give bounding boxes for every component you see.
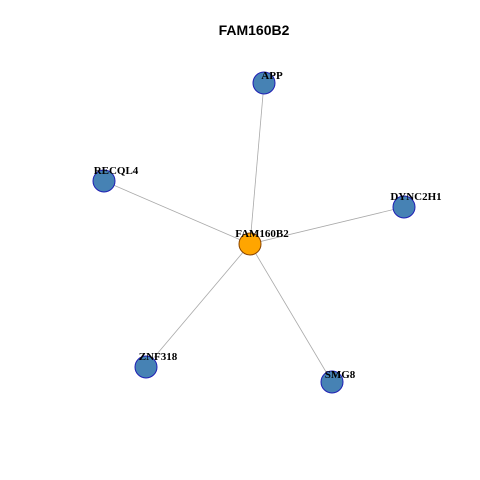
node-app <box>252 71 276 95</box>
edges-layer <box>103 82 405 383</box>
edge-fam160b2-smg8 <box>249 243 333 383</box>
edge-fam160b2-znf318 <box>145 243 251 368</box>
node-dync2h1 <box>392 195 416 219</box>
node-label-app: APP <box>261 70 283 82</box>
node-label-dync2h1: DYNC2H1 <box>390 191 441 203</box>
edge-fam160b2-dync2h1 <box>249 206 405 245</box>
node-label-recql4: RECQL4 <box>94 165 139 177</box>
node-label-smg8: SMG8 <box>325 369 356 381</box>
diagram-title: FAM160B2 <box>219 22 290 38</box>
node-fam160b2 <box>238 232 262 256</box>
edge-fam160b2-recql4 <box>103 180 251 245</box>
node-smg8 <box>320 370 344 394</box>
edge-fam160b2-app <box>249 82 265 245</box>
nodes-layer <box>92 71 416 394</box>
node-label-fam160b2: FAM160B2 <box>235 228 289 240</box>
node-znf318 <box>134 355 158 379</box>
node-label-znf318: ZNF318 <box>139 351 178 363</box>
node-recql4 <box>92 169 116 193</box>
